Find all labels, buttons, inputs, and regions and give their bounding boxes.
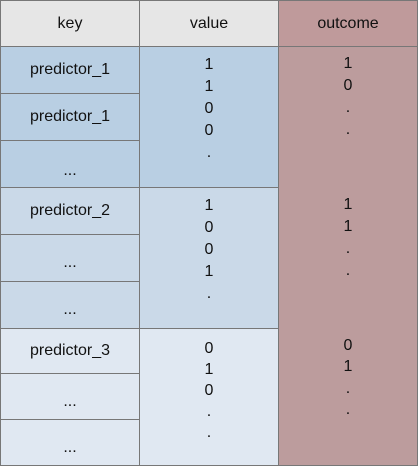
header-outcome: outcome — [278, 0, 418, 47]
key-cell: ... — [0, 234, 140, 282]
key-cell: predictor_2 — [0, 187, 140, 235]
outcome-cell-group-1: 1 0 . . — [278, 46, 418, 188]
outcome-item: 1 — [343, 196, 353, 213]
header-value: value — [139, 0, 279, 47]
key-cell: predictor_1 — [0, 46, 140, 94]
outcome-item: . — [345, 401, 351, 418]
outcome-item: 1 — [343, 218, 353, 235]
key-cell: predictor_1 — [0, 93, 140, 141]
value-item: 1 — [204, 263, 214, 280]
value-cell-group-3: 0 1 0 . . — [139, 328, 279, 466]
key-cell: ... — [0, 419, 140, 466]
outcome-cell-group-3: 0 1 . . — [278, 328, 418, 466]
outcome-item: . — [345, 380, 351, 397]
value-item: 0 — [204, 100, 214, 117]
value-item: 0 — [204, 241, 214, 258]
value-item: . — [206, 285, 212, 302]
key-cell: ... — [0, 373, 140, 420]
value-item: 0 — [204, 219, 214, 236]
outcome-item: . — [345, 262, 351, 279]
value-cell-group-2: 1 0 0 1 . — [139, 187, 279, 329]
header-key: key — [0, 0, 140, 47]
value-item: 1 — [204, 197, 214, 214]
value-item: 1 — [204, 361, 214, 378]
value-item: 1 — [204, 56, 214, 73]
outcome-item: . — [345, 121, 351, 138]
value-item: . — [206, 424, 212, 441]
outcome-item: . — [345, 99, 351, 116]
outcome-item: 0 — [343, 77, 353, 94]
key-cell: predictor_3 — [0, 328, 140, 374]
outcome-column — [278, 46, 418, 466]
value-item: 1 — [204, 78, 214, 95]
value-item: . — [206, 144, 212, 161]
outcome-item: 1 — [343, 55, 353, 72]
outcome-item: 1 — [343, 358, 353, 375]
outcome-item: . — [345, 240, 351, 257]
value-item: 0 — [204, 382, 214, 399]
value-cell-group-1: 1 1 0 0 . — [139, 46, 279, 188]
outcome-cell-group-2: 1 1 . . — [278, 187, 418, 329]
key-cell: ... — [0, 140, 140, 188]
value-item: . — [206, 403, 212, 420]
value-item: 0 — [204, 122, 214, 139]
key-cell: ... — [0, 281, 140, 329]
value-item: 0 — [204, 340, 214, 357]
outcome-item: 0 — [343, 337, 353, 354]
